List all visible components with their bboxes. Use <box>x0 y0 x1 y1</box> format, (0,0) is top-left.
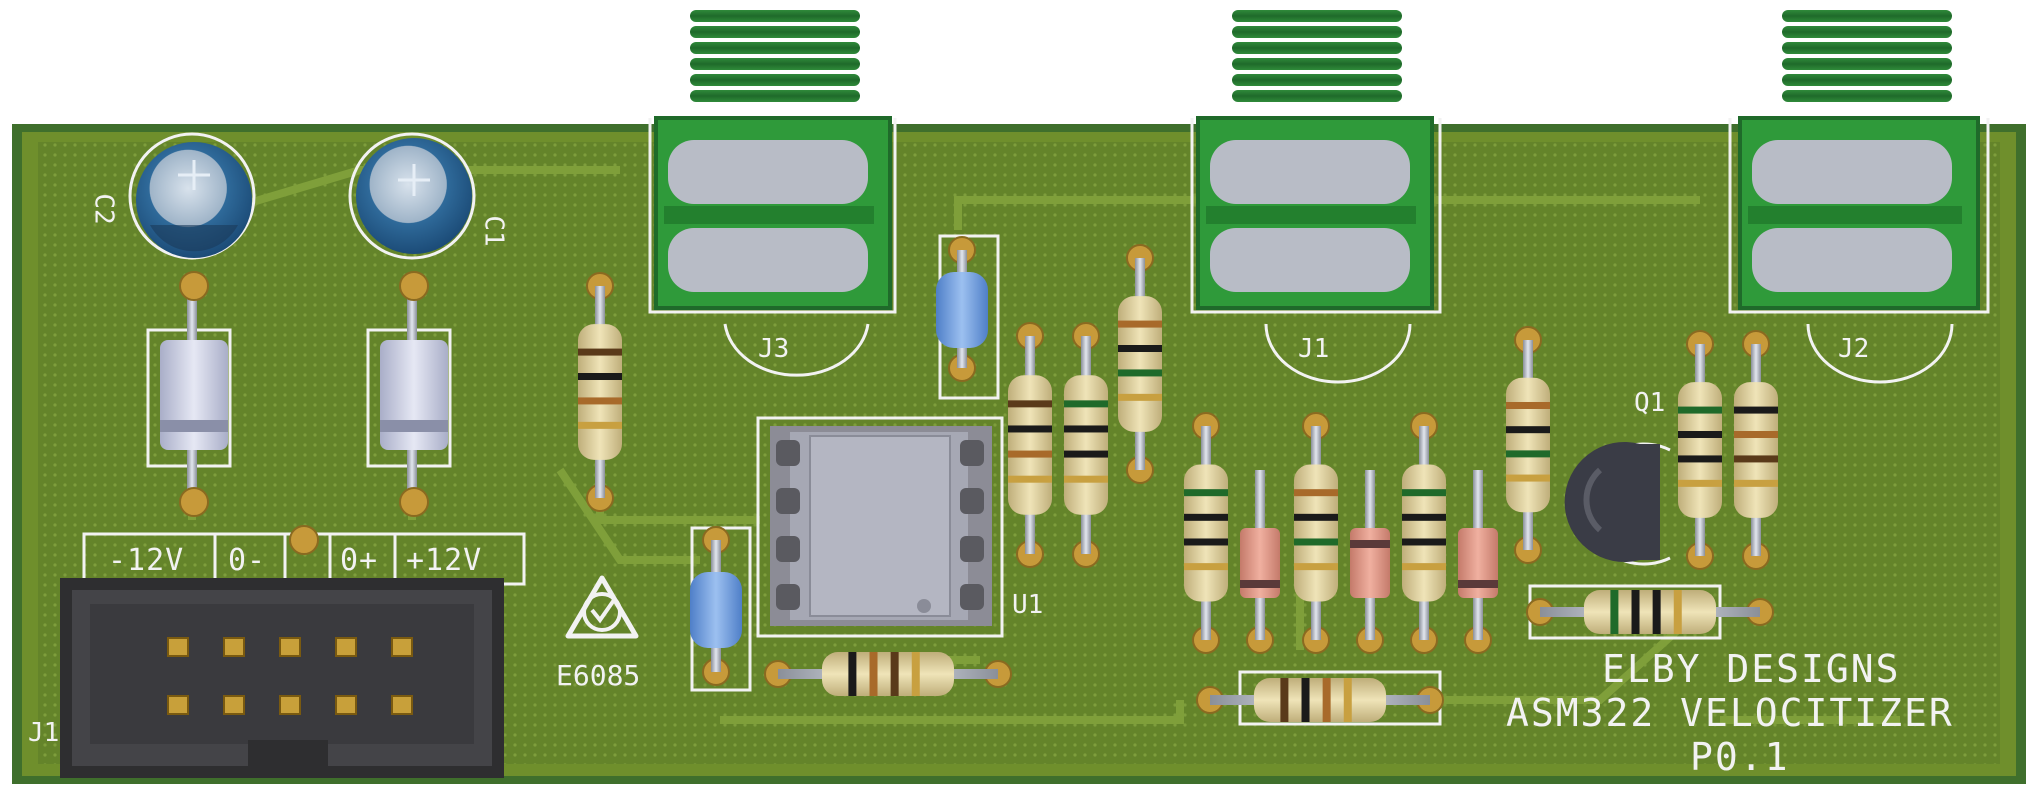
label-u1: U1 <box>1012 590 1044 620</box>
transistor-q1 <box>1564 442 1660 562</box>
header-pin <box>335 695 357 715</box>
revision-label: P0.1 <box>1690 735 1790 779</box>
label-c1: C1 <box>478 215 509 247</box>
resistor-v-9 <box>1734 344 1778 556</box>
resistor-v-7 <box>1506 340 1550 550</box>
label-j3: J3 <box>758 334 790 364</box>
audio-jack-j2 <box>1738 10 1980 310</box>
resistor-v-2 <box>1064 336 1108 554</box>
resistor-v-4 <box>1184 426 1228 640</box>
audio-jack-j1 <box>1196 10 1434 310</box>
film-capacitor-bottom <box>690 540 742 672</box>
header-pin <box>167 637 189 657</box>
resistor-v-0 <box>578 286 622 498</box>
audio-jack-j3 <box>654 10 892 310</box>
header-pin <box>223 637 245 657</box>
label-q1: Q1 <box>1634 388 1666 418</box>
resistor-v-1 <box>1008 336 1052 554</box>
product-name: ASM322 VELOCITIZER <box>1506 691 1954 735</box>
cert-code: E6085 <box>556 659 641 692</box>
header-pin <box>279 637 301 657</box>
capacitor-c2 <box>136 142 252 258</box>
resistor-v-6 <box>1402 426 1446 640</box>
diode-d3 <box>1240 470 1280 640</box>
diode-d1 <box>160 280 228 500</box>
resistor-h-2 <box>1540 590 1760 634</box>
label-minus-12v: -12V <box>108 543 185 578</box>
label-j2: J2 <box>1838 334 1870 364</box>
label-plus-12v: +12V <box>406 543 483 578</box>
brand-name: ELBY DESIGNS <box>1602 647 1901 691</box>
resistor-v-3 <box>1118 258 1162 470</box>
resistor-v-5 <box>1294 426 1338 640</box>
label-j1: J1 <box>1298 334 1330 364</box>
resistor-h-1 <box>1210 678 1430 722</box>
rcm-compliance-mark-icon <box>565 575 639 639</box>
header-pin <box>167 695 189 715</box>
diode-d2 <box>380 280 448 500</box>
capacitor-c1 <box>356 138 472 254</box>
diode-d5 <box>1458 470 1498 640</box>
film-capacitor-top <box>936 250 988 368</box>
resistor-h-0 <box>778 652 998 696</box>
header-pin <box>391 695 413 715</box>
resistor-v-8 <box>1678 344 1722 556</box>
header-pin <box>223 695 245 715</box>
vertical-resistors <box>578 258 1778 640</box>
power-header <box>60 578 504 778</box>
label-c2: C2 <box>88 193 119 225</box>
ic-u1 <box>770 426 992 626</box>
label-zero-minus: 0- <box>228 543 267 578</box>
label-zero-plus: 0+ <box>340 543 379 578</box>
horizontal-resistors <box>778 590 1760 722</box>
header-pin <box>391 637 413 657</box>
header-pin <box>279 695 301 715</box>
header-pin <box>335 637 357 657</box>
diode-d4 <box>1350 470 1390 640</box>
label-j-header: J1 <box>28 718 60 748</box>
